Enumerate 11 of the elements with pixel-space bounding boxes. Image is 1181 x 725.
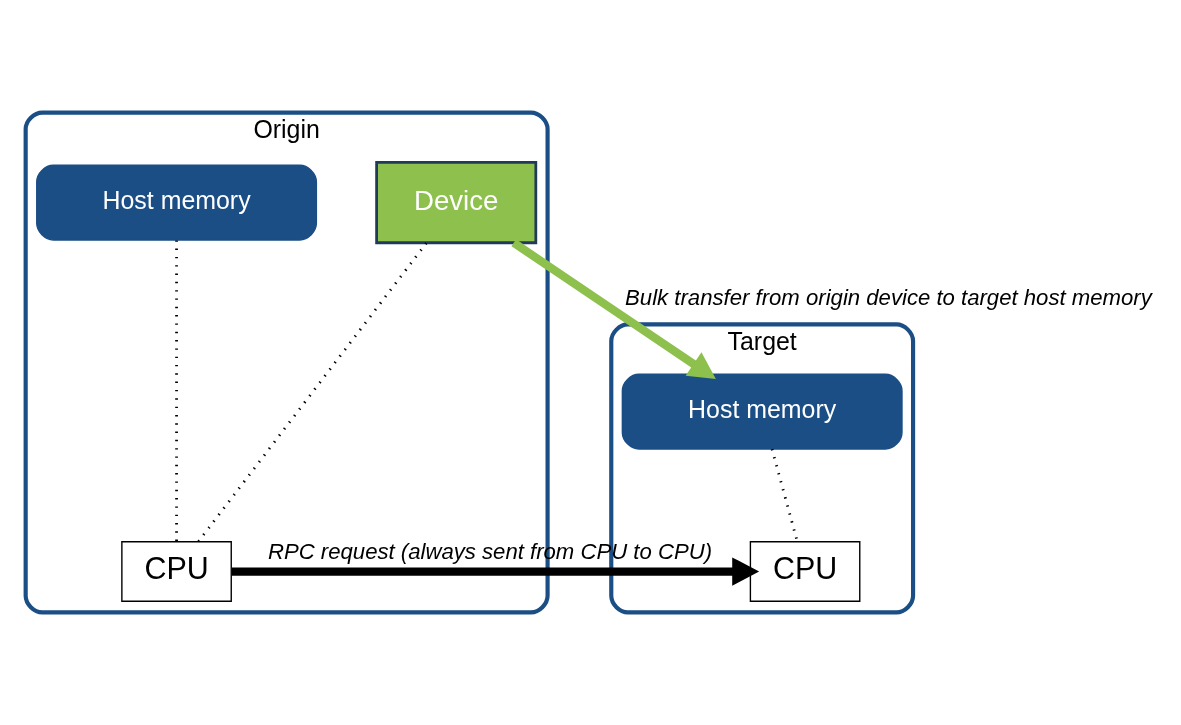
arrow	[511, 239, 716, 380]
node-box: Device	[375, 161, 538, 245]
connector	[197, 242, 428, 543]
node-box: CPU	[121, 541, 232, 602]
arrow	[231, 557, 760, 586]
connector	[175, 240, 178, 542]
connector	[770, 448, 799, 542]
node-box: CPU	[749, 541, 861, 602]
edge-label: Bulk transfer from origin device to target host memory	[625, 284, 1152, 310]
node-box: Host memory	[621, 373, 903, 450]
node-box: Host memory	[36, 164, 318, 241]
